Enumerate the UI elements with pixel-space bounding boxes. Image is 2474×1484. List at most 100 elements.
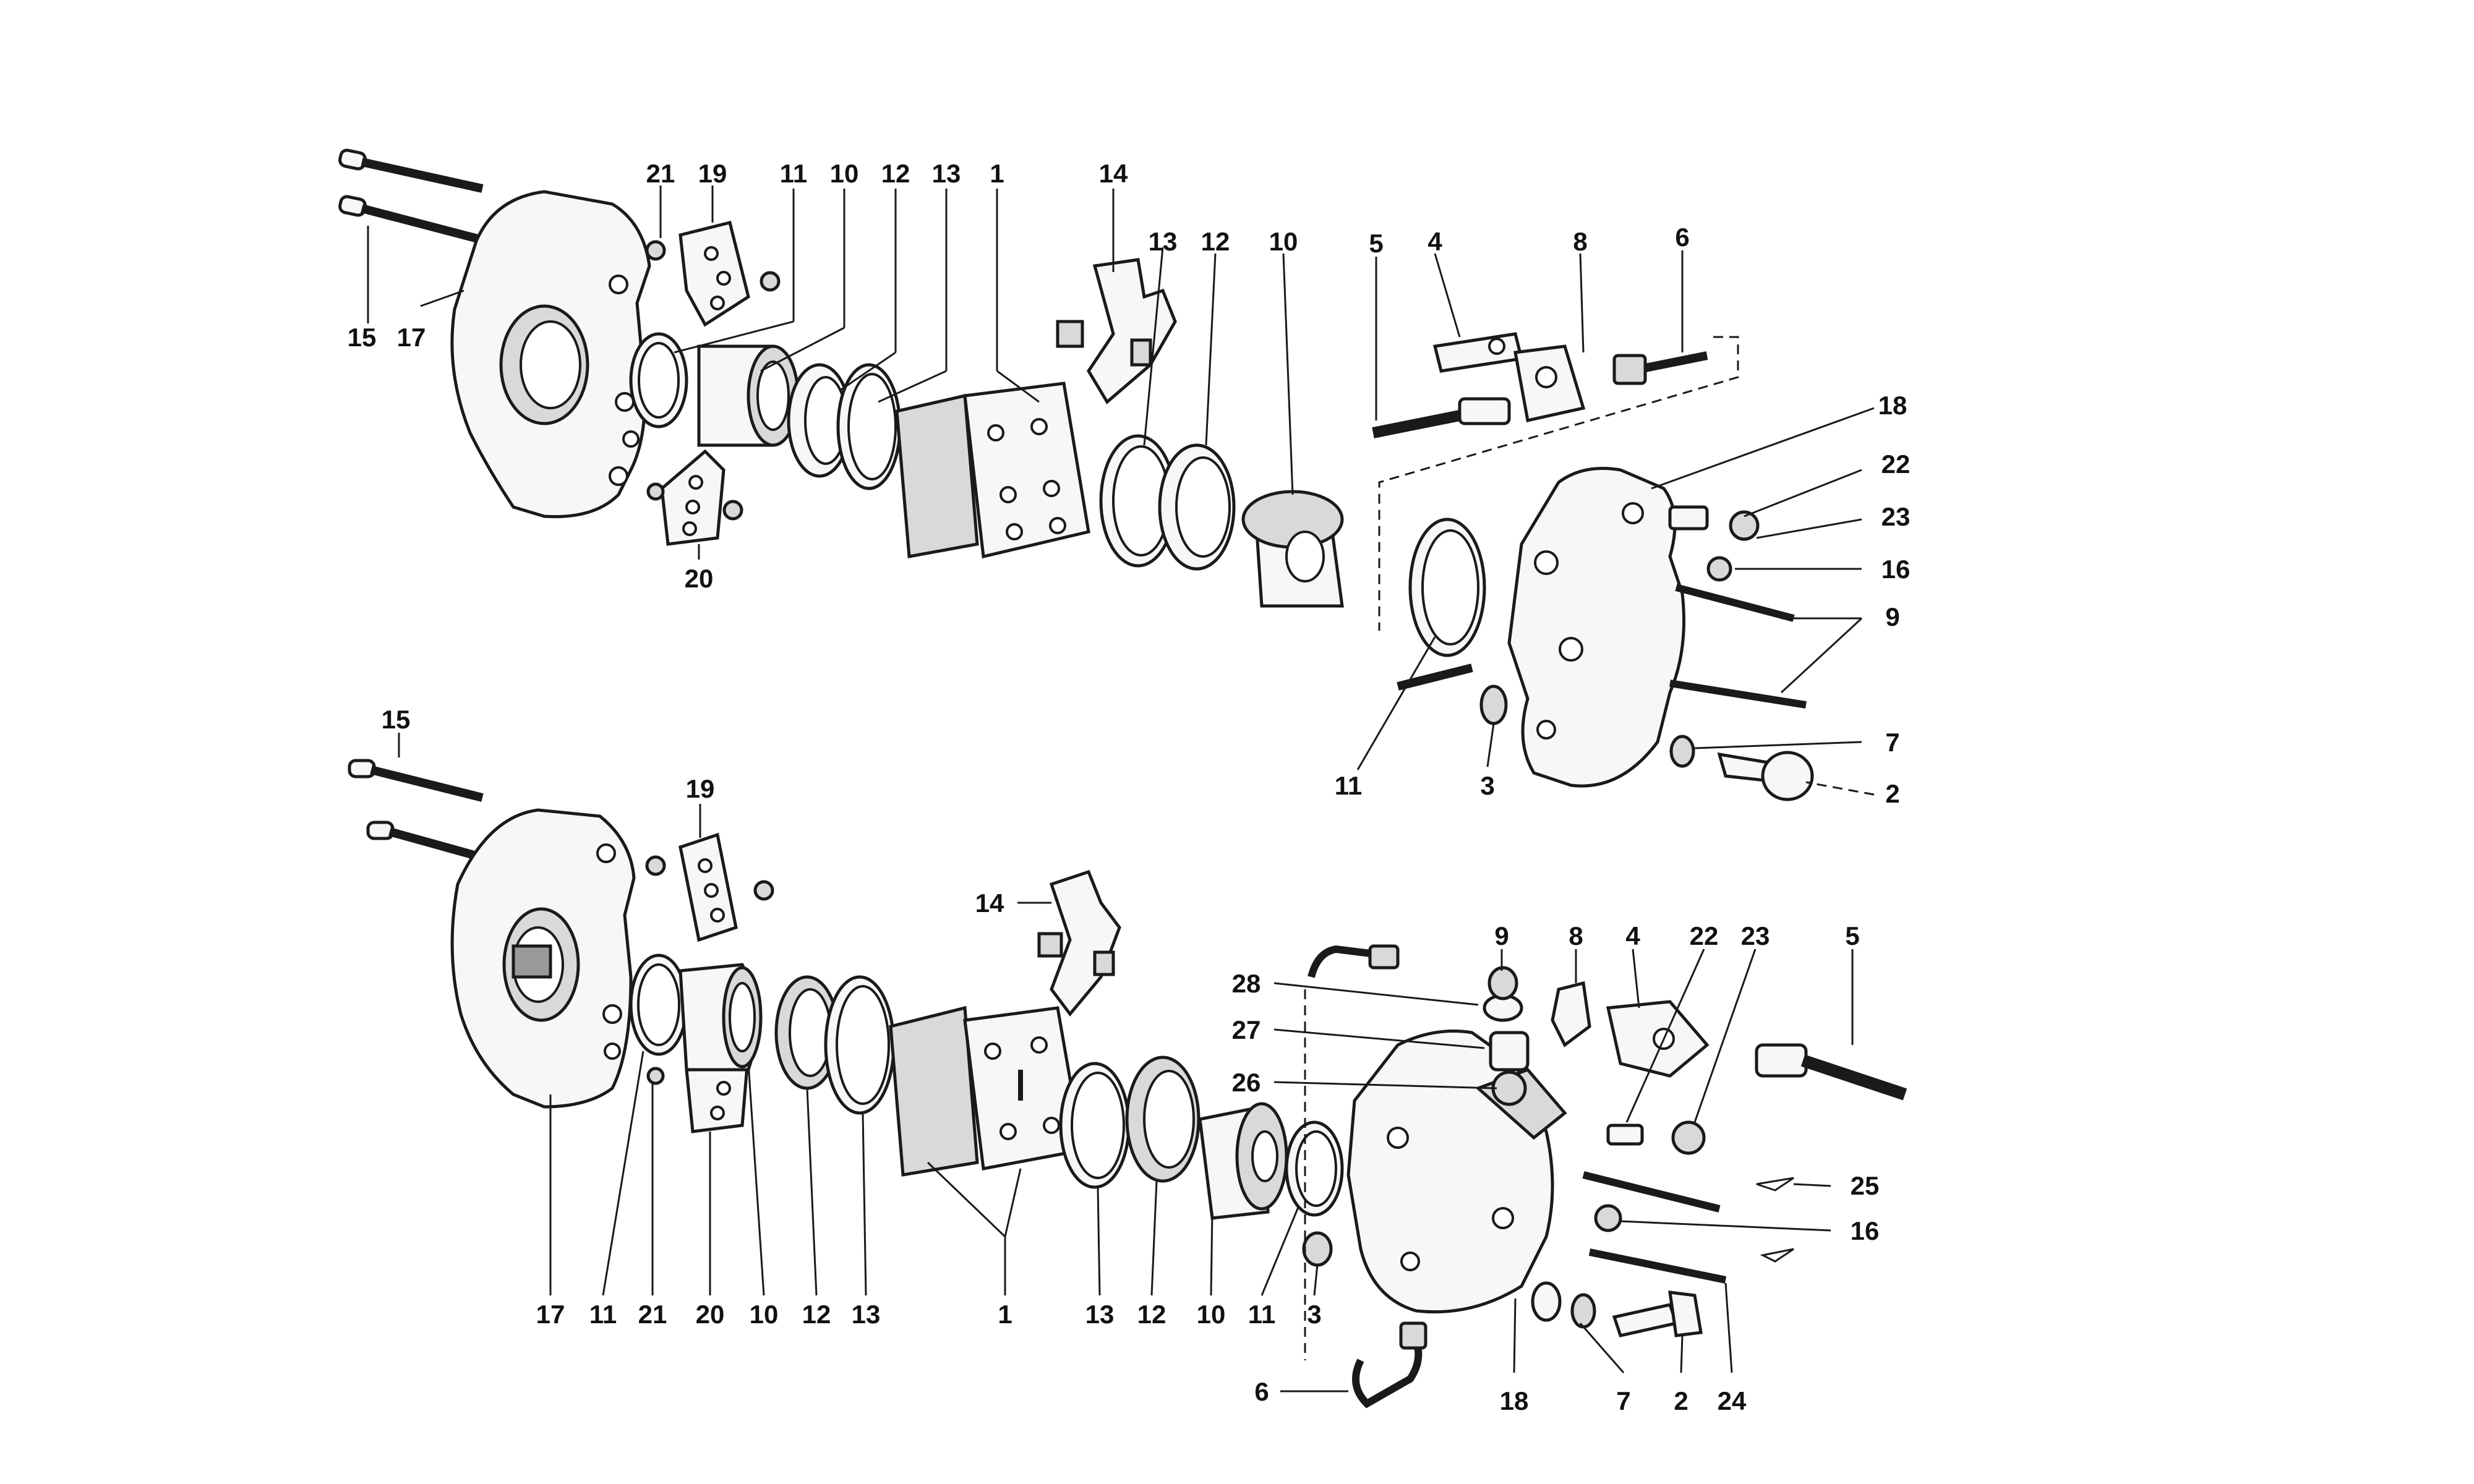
callout: 23	[1741, 921, 1770, 950]
fitting-26	[1491, 1070, 1527, 1106]
piston-10-right	[1241, 490, 1344, 608]
spring-clip-14-bottom	[1037, 869, 1121, 1017]
piston-10-bottom	[678, 963, 763, 1072]
washer-7-bottom	[1531, 1281, 1562, 1322]
callout: 12	[881, 159, 910, 188]
bottom-callouts: 15 19 14 28 27 26 9 8 4 22 23 5 25 16 17…	[382, 705, 1880, 1415]
washer-7	[1669, 735, 1695, 768]
brake-pipe-28	[1308, 945, 1386, 978]
callout: 16	[1881, 555, 1911, 584]
callout: 11	[589, 1300, 617, 1329]
callout: 15	[382, 705, 411, 734]
caliper-half-18	[1507, 467, 1685, 788]
nut-21d	[722, 500, 743, 521]
callout: 6	[1675, 223, 1689, 252]
callout: 10	[750, 1300, 779, 1329]
nipple-small	[1397, 663, 1473, 691]
callout: 16	[1851, 1216, 1880, 1245]
callout: 5	[1369, 229, 1383, 258]
cap-23	[1729, 510, 1760, 541]
callout: 13	[1085, 1300, 1115, 1329]
callout: 18	[1878, 391, 1907, 420]
callout: 24	[1718, 1386, 1747, 1415]
brake-pad-1-bottom	[889, 1005, 1084, 1177]
callout: 13	[1149, 227, 1178, 256]
caliper-half-17	[450, 190, 651, 519]
washer-3	[1479, 684, 1508, 725]
callout: 4	[1625, 921, 1640, 950]
callout: 19	[698, 159, 727, 188]
callout: 10	[830, 159, 859, 188]
callout: 5	[1845, 921, 1859, 950]
bolt-2	[1717, 751, 1814, 801]
bracket-8	[1513, 344, 1586, 423]
callout: 12	[802, 1300, 831, 1329]
nut-21	[645, 240, 666, 261]
callout: 11	[1248, 1300, 1275, 1329]
washer-3-bottom	[1302, 1231, 1333, 1267]
bolt-15	[338, 148, 484, 244]
screw-22	[1668, 505, 1709, 531]
callout: 13	[932, 159, 961, 188]
callout: 7	[1885, 728, 1899, 757]
callout: 19	[686, 774, 715, 803]
callout: 25	[1851, 1171, 1880, 1200]
callout: 18	[1500, 1386, 1529, 1415]
callout: 21	[646, 159, 675, 188]
callout: 9	[1885, 602, 1899, 631]
brake-pipe-6	[1352, 1341, 1423, 1409]
washer-16-bottom	[1594, 1204, 1622, 1232]
top-callouts: 15 17 21 19 11 10 12 13 1 14 13 12 10 5 …	[348, 159, 1911, 808]
callout: 17	[397, 323, 426, 352]
callout: 22	[1690, 921, 1719, 950]
callout: 14	[975, 889, 1004, 918]
nut-21-bottom-b	[753, 880, 774, 901]
callout: 3	[1480, 771, 1494, 800]
callout: 2	[1674, 1386, 1688, 1415]
callout: 1	[990, 159, 1004, 188]
pin-16	[1582, 1171, 1721, 1213]
callout: 26	[1232, 1068, 1261, 1097]
bracket-4	[1432, 332, 1524, 373]
clip-25	[1756, 1177, 1794, 1192]
callout: 23	[1881, 502, 1911, 531]
callout: 20	[696, 1300, 725, 1329]
callout: 12	[1137, 1300, 1166, 1329]
nut-21b	[760, 271, 781, 292]
pad-plate-20	[660, 449, 726, 546]
callout: 17	[536, 1300, 565, 1329]
nut-21-bottom-c	[646, 1067, 665, 1085]
caliper-half-18-bottom	[1346, 1030, 1567, 1314]
brake-pad-1	[895, 382, 1090, 559]
nut-21c	[646, 482, 665, 501]
callout: 9	[1494, 921, 1509, 950]
callout: 20	[685, 564, 714, 593]
screw-6	[1612, 351, 1708, 385]
bleeder-5	[1372, 397, 1511, 438]
bleeder-5-bottom	[1755, 1043, 1907, 1101]
piston-10	[697, 344, 800, 447]
pin-24	[1588, 1248, 1727, 1284]
callout: 28	[1232, 969, 1261, 998]
top-assembly: 15 17 21 19 11 10 12 13 1 14 13 12 10 5 …	[338, 148, 1911, 808]
callout: 8	[1569, 921, 1583, 950]
callout: 22	[1881, 450, 1911, 479]
callout: 10	[1197, 1300, 1226, 1329]
dashed-guide-top	[1378, 336, 1739, 631]
cap-23-bottom	[1671, 1120, 1706, 1155]
callout: 10	[1269, 227, 1298, 256]
callout: 8	[1573, 227, 1587, 256]
callout: 7	[1616, 1386, 1630, 1415]
callout: 6	[1254, 1377, 1269, 1406]
callout: 13	[852, 1300, 881, 1329]
callout: 3	[1307, 1300, 1321, 1329]
callout: 15	[348, 323, 377, 352]
callout: 11	[780, 159, 807, 188]
pad-plate-19	[678, 220, 750, 327]
screw-22-bottom	[1606, 1124, 1644, 1146]
piston-10-bottom-right	[1198, 1102, 1288, 1220]
clip-8	[1551, 981, 1591, 1047]
bottom-assembly: 15 19 14 28 27 26 9 8 4 22 23 5 25 16 17…	[348, 705, 1907, 1415]
cap-27	[1489, 1031, 1530, 1072]
